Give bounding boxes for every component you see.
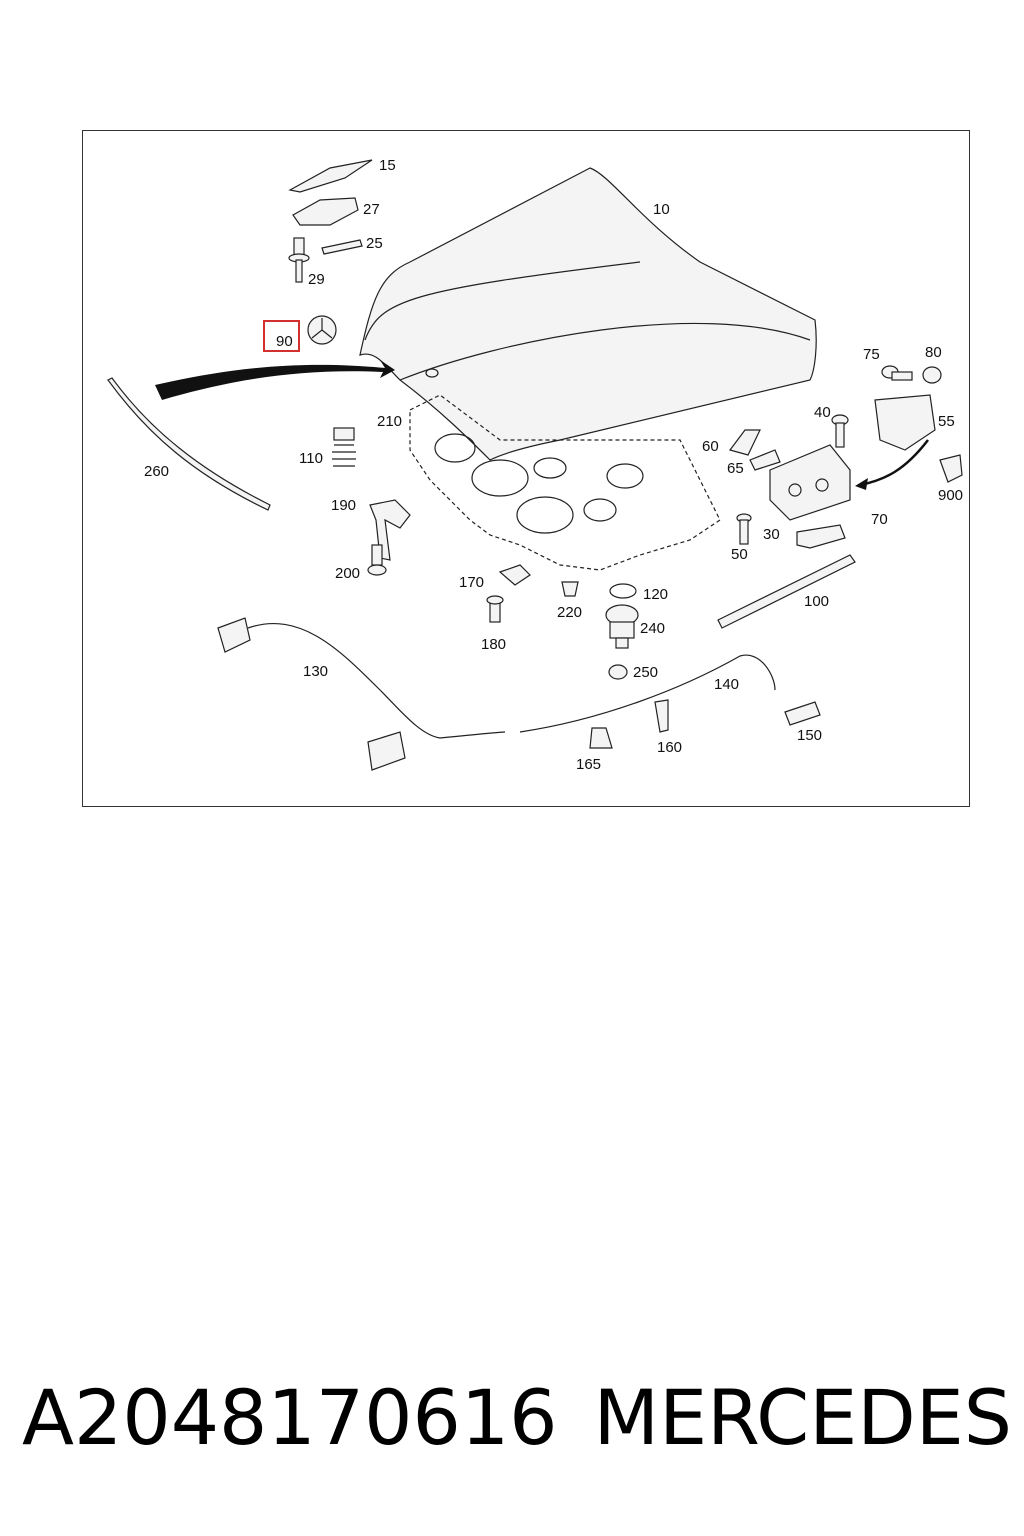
ring-part-120 bbox=[609, 583, 637, 599]
gas-strut-part-100 bbox=[717, 554, 856, 629]
bolt-part-40 bbox=[831, 414, 849, 448]
callout-60: 60 bbox=[702, 438, 719, 455]
parts-diagram: 10 15 27 25 29 90 75 80 40 55 210 60 65 … bbox=[107, 157, 963, 773]
callout-10: 10 bbox=[653, 201, 670, 218]
callout-200: 200 bbox=[335, 565, 360, 582]
clip-part-170 bbox=[498, 564, 531, 586]
callout-55: 55 bbox=[938, 413, 955, 430]
cover-part-15 bbox=[288, 159, 373, 193]
brand-name: MERCEDES bbox=[593, 1372, 1012, 1462]
callout-210: 210 bbox=[377, 413, 402, 430]
lock-part-30 bbox=[769, 444, 851, 521]
callout-160: 160 bbox=[657, 739, 682, 756]
callout-180: 180 bbox=[481, 636, 506, 653]
bolt-part-50 bbox=[736, 513, 752, 545]
rivet-part-220 bbox=[561, 581, 579, 597]
release-handle-part-130-top bbox=[217, 617, 251, 653]
seal-part-260 bbox=[107, 377, 271, 511]
cable-part-130 bbox=[247, 623, 506, 739]
emblem-part-90 bbox=[307, 315, 337, 345]
callout-165: 165 bbox=[576, 756, 601, 773]
catch-part-70 bbox=[796, 524, 846, 549]
bracket-part-65 bbox=[749, 449, 781, 471]
callout-150: 150 bbox=[797, 727, 822, 744]
callout-70: 70 bbox=[871, 511, 888, 528]
buffer-part-110 bbox=[332, 427, 356, 467]
callout-50: 50 bbox=[731, 546, 748, 563]
handle-part-150 bbox=[784, 701, 821, 726]
clip-part-165 bbox=[589, 727, 613, 749]
nut-part-80 bbox=[922, 366, 942, 384]
insulation-mat-part-210 bbox=[409, 394, 721, 571]
callout-240: 240 bbox=[640, 620, 665, 637]
callout-90: 90 bbox=[276, 333, 293, 350]
callout-190: 190 bbox=[331, 497, 356, 514]
connector-part-900 bbox=[939, 454, 963, 483]
callout-110: 110 bbox=[299, 450, 323, 467]
callout-170: 170 bbox=[459, 574, 484, 591]
callout-15: 15 bbox=[379, 157, 396, 174]
callout-260: 260 bbox=[144, 463, 169, 480]
callout-29: 29 bbox=[308, 271, 325, 288]
callout-120: 120 bbox=[643, 586, 668, 603]
bolt-part-75 bbox=[881, 365, 913, 381]
assembly-arrow bbox=[859, 439, 929, 487]
holder-part-160 bbox=[654, 699, 669, 733]
callout-65: 65 bbox=[727, 460, 744, 477]
callout-100: 100 bbox=[804, 593, 829, 610]
cable-part-140 bbox=[519, 654, 776, 733]
hood-part-10 bbox=[359, 167, 817, 461]
insertion-arrow bbox=[155, 360, 395, 400]
stop-part-240 bbox=[605, 604, 639, 649]
bolt-part-200 bbox=[367, 544, 387, 576]
callout-80: 80 bbox=[925, 344, 942, 361]
callout-250: 250 bbox=[633, 664, 658, 681]
bolt-part-29 bbox=[288, 237, 310, 283]
actuator-part-55 bbox=[874, 394, 936, 451]
callout-25: 25 bbox=[366, 235, 383, 252]
callout-130: 130 bbox=[303, 663, 328, 680]
callout-900: 900 bbox=[938, 487, 963, 504]
lever-part-60 bbox=[728, 429, 761, 456]
release-handle-part-130-bottom bbox=[367, 731, 406, 771]
callout-30: 30 bbox=[763, 526, 780, 543]
callout-220: 220 bbox=[557, 604, 582, 621]
strip-part-25 bbox=[321, 239, 363, 255]
callout-27: 27 bbox=[363, 201, 380, 218]
diagram-frame bbox=[82, 130, 970, 807]
part-caption: A2048170616 MERCEDES bbox=[22, 1372, 1012, 1462]
callout-75: 75 bbox=[863, 346, 880, 363]
bolt-part-180 bbox=[486, 595, 504, 623]
part-number: A2048170616 bbox=[22, 1372, 558, 1462]
callout-40: 40 bbox=[814, 404, 831, 421]
callout-140: 140 bbox=[714, 676, 739, 693]
bracket-part-27 bbox=[292, 197, 359, 226]
nut-part-250 bbox=[608, 664, 628, 680]
highlight-box-90 bbox=[263, 320, 300, 352]
